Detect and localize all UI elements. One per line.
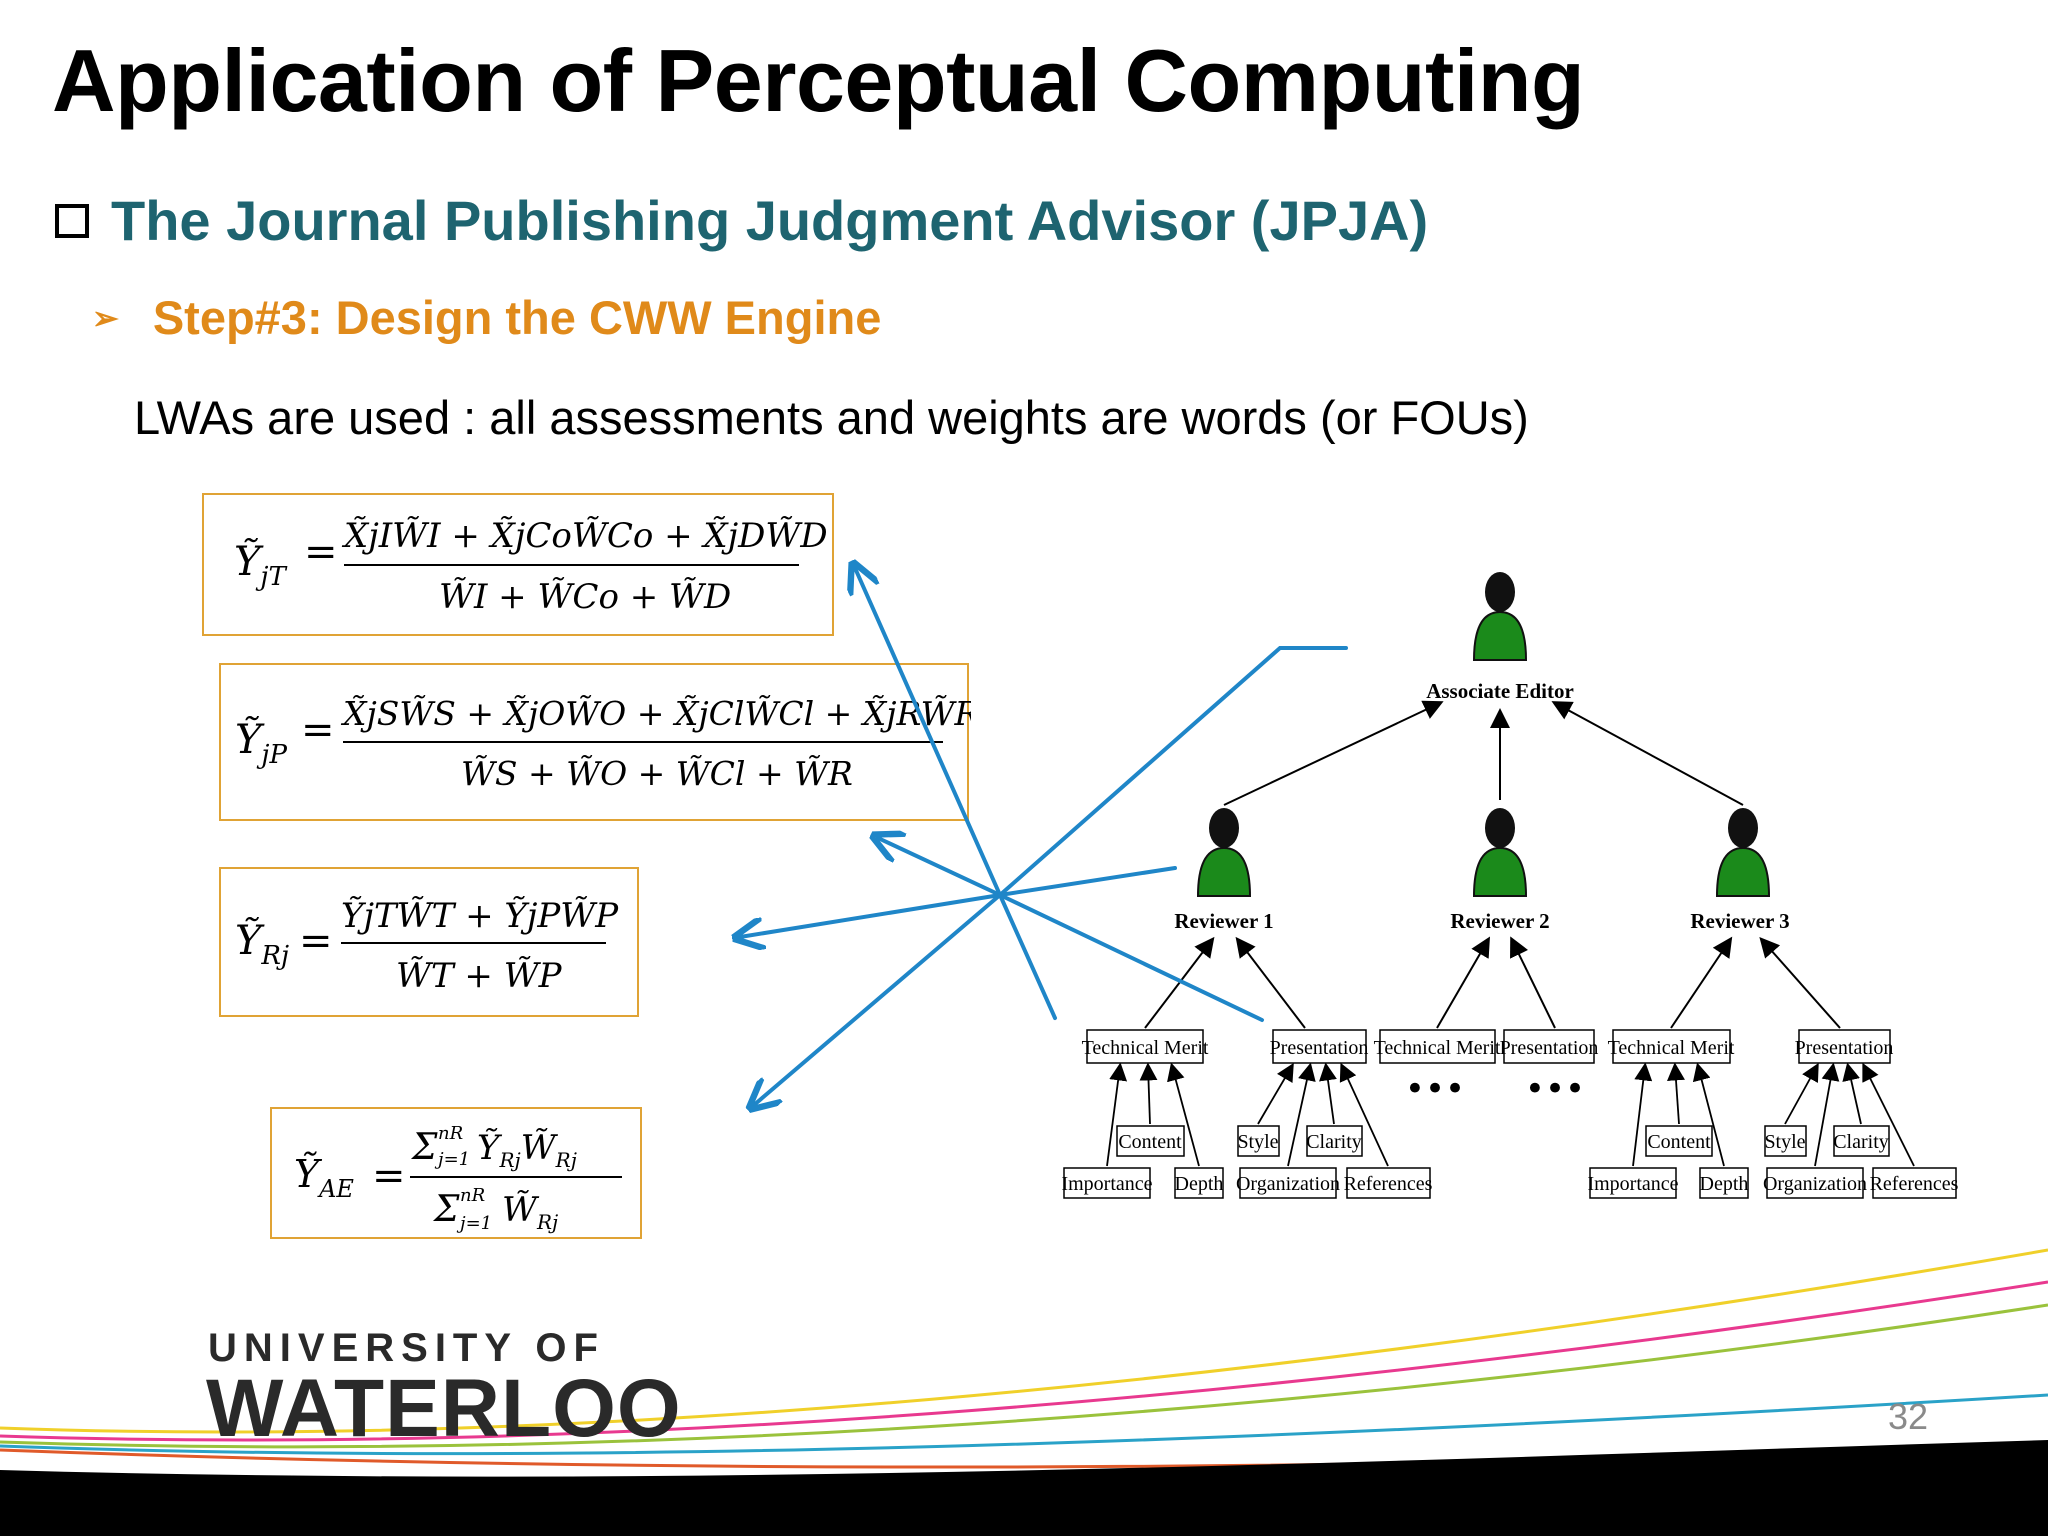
importance-box: Importance	[1587, 1173, 1678, 1195]
svg-text:Σ: Σ	[432, 1189, 460, 1230]
university-logo-line1: UNIVERSITY OF	[208, 1326, 605, 1370]
reviewer-label: Reviewer 2	[1450, 909, 1549, 933]
reviewer3-person-icon	[1715, 808, 1771, 897]
formula-denominator: W̃T + W̃P	[396, 956, 563, 996]
svg-text:=: =	[372, 1153, 406, 1199]
formula-lhs: Ỹ	[294, 1152, 323, 1196]
formula-box-yjp: ỸjP = X̃jSW̃S + X̃jOW̃O + X̃jClW̃Cl + X̃…	[219, 663, 971, 821]
svg-text:ỸRj: ỸRj	[235, 917, 289, 971]
formula-yrj: ỸRj = ỸjTW̃T + ỸjPW̃P W̃T + W̃P	[235, 896, 619, 996]
svg-text:ỸjT: ỸjT	[234, 538, 287, 592]
clarity-box: Clarity	[1833, 1131, 1889, 1153]
svg-text:j=1: j=1	[456, 1213, 492, 1234]
associate-editor-label: Associate Editor	[1426, 679, 1574, 703]
formula-lhs: Ỹ	[235, 917, 265, 964]
sum-upper: nR	[438, 1123, 463, 1144]
formula-lhs-sub: jP	[256, 740, 287, 770]
svg-text:Σ: Σ	[410, 1127, 438, 1168]
checkbox-bullet-icon	[55, 203, 89, 238]
svg-text:ỸAE: ỸAE	[294, 1152, 354, 1203]
formula-lhs-sub: Rj	[260, 941, 289, 971]
svg-text:ỸjP: ỸjP	[235, 716, 287, 770]
formula-yjt: ỸjT = X̃jIW̃I + X̃jCoW̃Co + X̃jDW̃D W̃I …	[234, 516, 828, 617]
university-logo-line2: WATERLOO	[206, 1363, 682, 1454]
formula-yjp: ỸjP = X̃jSW̃S + X̃jOW̃O + X̃jClW̃Cl + X̃…	[235, 694, 971, 793]
clarity-box: Clarity	[1306, 1131, 1362, 1153]
svg-text:nR: nR	[460, 1185, 485, 1206]
reviewer1-person-icon	[1196, 808, 1252, 897]
ellipsis: •••	[1525, 1069, 1585, 1109]
formula-numerator: ỸjTW̃T + ỸjPW̃P	[341, 896, 619, 936]
mapping-arrows	[740, 568, 1348, 1105]
svg-text:=: =	[304, 529, 338, 575]
formula-yae: ỸAE = Σ nR j=1 ỸRjW̃Rj Σ nR j=1 W̃Rj	[294, 1123, 622, 1234]
content-box: Content	[1118, 1131, 1182, 1153]
formula-numerator: X̃jIW̃I + X̃jCoW̃Co + X̃jDW̃D	[341, 516, 828, 556]
references-box: References	[1344, 1173, 1433, 1195]
formula-denominator: W̃I + W̃Co + W̃D	[439, 577, 731, 617]
reviewer2-person-icon	[1472, 808, 1528, 897]
style-box: Style	[1237, 1131, 1278, 1153]
formula-lhs-sub: AE	[317, 1175, 354, 1203]
formula-lhs: Ỹ	[235, 716, 265, 763]
presentation-box: Presentation	[1795, 1037, 1894, 1059]
bullet-level1: The Journal Publishing Judgment Advisor …	[55, 188, 1428, 253]
svg-text:=: =	[301, 707, 335, 753]
footer-band	[0, 1440, 2048, 1536]
technical-merit-box: Technical Merit	[1082, 1037, 1209, 1059]
formula-lhs-sub: jT	[255, 562, 287, 592]
technical-merit-box: Technical Merit	[1608, 1037, 1735, 1059]
reviewer-label: Reviewer 1	[1174, 909, 1273, 933]
sum-lower: j=1	[434, 1149, 470, 1170]
formula-box-yrj: ỸRj = ỸjTW̃T + ỸjPW̃P W̃T + W̃P	[219, 867, 639, 1017]
presentation-box: Presentation	[1270, 1037, 1369, 1059]
technical-merit-box: Technical Merit	[1374, 1037, 1501, 1059]
depth-box: Depth	[1175, 1173, 1224, 1195]
formula-numerator: X̃jSW̃S + X̃jOW̃O + X̃jClW̃Cl + X̃jRW̃R	[340, 694, 971, 733]
presentation-box: Presentation	[1500, 1037, 1599, 1059]
content-box: Content	[1647, 1131, 1711, 1153]
depth-box: Depth	[1700, 1173, 1749, 1195]
ellipsis: •••	[1405, 1069, 1465, 1109]
slide-title: Application of Perceptual Computing	[52, 31, 1585, 130]
formula-box-yae: ỸAE = Σ nR j=1 ỸRjW̃Rj Σ nR j=1 W̃Rj	[270, 1107, 642, 1239]
formula-denominator: W̃S + W̃O + W̃Cl + W̃R	[461, 754, 853, 793]
bullet-level2-text: Step#3: Design the CWW Engine	[152, 291, 882, 344]
body-text: LWAs are used : all assessments and weig…	[134, 391, 1529, 444]
style-box: Style	[1764, 1131, 1805, 1153]
importance-box: Importance	[1061, 1173, 1152, 1195]
reviewer-label: Reviewer 3	[1690, 909, 1789, 933]
formula-box-yjt: ỸjT = X̃jIW̃I + X̃jCoW̃Co + X̃jDW̃D W̃I …	[202, 493, 834, 636]
formula-lhs: Ỹ	[234, 538, 264, 585]
bullet-level2: ➢ Step#3: Design the CWW Engine	[92, 290, 881, 345]
references-box: References	[1870, 1173, 1959, 1195]
page-number: 32	[1888, 1396, 1929, 1437]
associate-editor-person-icon	[1472, 572, 1528, 661]
organization-box: Organization	[1236, 1173, 1340, 1195]
svg-text:=: =	[299, 918, 333, 964]
organization-box: Organization	[1763, 1173, 1867, 1195]
bullet-level1-text: The Journal Publishing Judgment Advisor …	[111, 189, 1429, 252]
arrow-bullet-icon: ➢	[92, 299, 119, 336]
